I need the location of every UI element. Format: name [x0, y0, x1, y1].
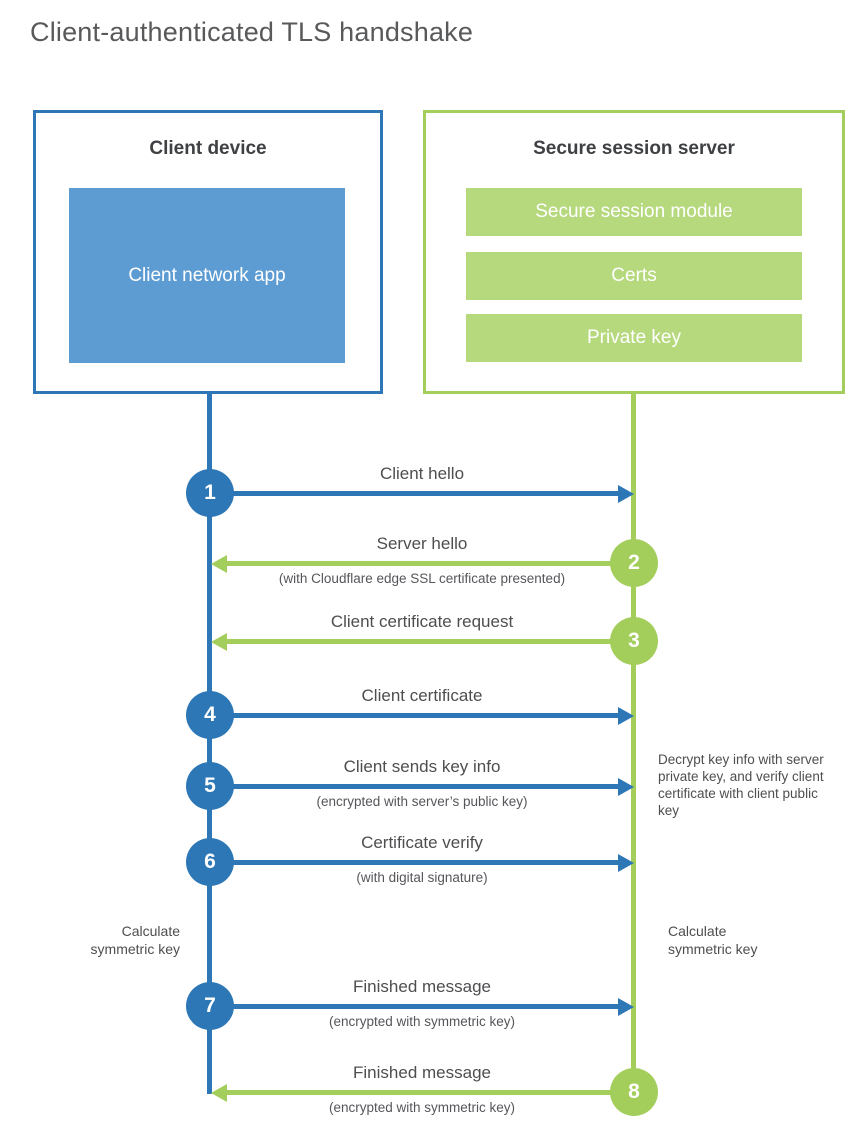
step-2-sublabel: (with Cloudflare edge SSL certificate pr…: [278, 571, 566, 586]
step-circle-2: 2: [610, 539, 658, 587]
step-5-sublabel: (encrypted with server’s public key): [316, 794, 528, 809]
secure-session-server-title: Secure session server: [533, 138, 735, 159]
server-module-secure-session: Secure session module: [466, 188, 802, 236]
step-4-label: Client certificate: [361, 686, 483, 705]
page-title: Client-authenticated TLS handshake: [30, 17, 474, 47]
calculate-symmetric-key-server-note: Calculate symmetric key: [668, 923, 758, 957]
arrowhead-left-icon: [211, 554, 227, 573]
step-8-sublabel: (encrypted with symmetric key): [328, 1100, 516, 1115]
client-network-app: Client network app: [69, 188, 345, 363]
step-1-label: Client hello: [379, 464, 465, 483]
step-circle-3: 3: [610, 617, 658, 665]
client-device-title: Client device: [149, 138, 267, 159]
arrowhead-left-icon: [211, 1083, 227, 1102]
step-7-sublabel: (encrypted with symmetric key): [328, 1014, 516, 1029]
client-network-app-label: Client network app: [128, 264, 286, 286]
client-device-box: Client device Client network app: [33, 110, 383, 394]
step-7-label: Finished message: [353, 977, 491, 996]
arrow-step-5: [210, 777, 634, 796]
step-circle-5: 5: [186, 762, 234, 810]
arrow-step-2: [211, 554, 634, 573]
step-3-label: Client certificate request: [330, 612, 514, 631]
step-2-label: Server hello: [376, 534, 468, 553]
decrypt-note: Decrypt key info with server private key…: [658, 752, 824, 818]
arrow-step-6: [210, 853, 634, 872]
server-module-private-key: Private key: [466, 314, 802, 362]
arrow-step-4: [210, 706, 634, 725]
secure-session-server-box: Secure session server Secure session mod…: [423, 110, 845, 394]
step-circle-1: 1: [186, 469, 234, 517]
step-circle-7: 7: [186, 982, 234, 1030]
step-circle-8: 8: [610, 1068, 658, 1116]
arrow-step-8: [211, 1083, 634, 1102]
step-circle-4: 4: [186, 691, 234, 739]
server-lifeline: [631, 394, 636, 1094]
arrow-step-7: [210, 997, 634, 1016]
arrowhead-right-icon: [618, 706, 634, 725]
arrowhead-left-icon: [211, 632, 227, 651]
step-8-label: Finished message: [353, 1063, 491, 1082]
arrowhead-right-icon: [618, 777, 634, 796]
step-6-label: Certificate verify: [361, 833, 483, 852]
arrowhead-right-icon: [618, 484, 634, 503]
client-lifeline: [207, 394, 212, 1094]
step-5-label: Client sends key info: [343, 757, 501, 776]
calculate-symmetric-key-client-note: Calculate symmetric key: [90, 923, 180, 957]
step-6-sublabel: (with digital signature): [356, 870, 488, 885]
arrowhead-right-icon: [618, 853, 634, 872]
server-module-certs: Certs: [466, 252, 802, 300]
arrowhead-right-icon: [618, 997, 634, 1016]
step-circle-6: 6: [186, 838, 234, 886]
arrow-step-1: [210, 484, 634, 503]
arrow-step-3: [211, 632, 634, 651]
